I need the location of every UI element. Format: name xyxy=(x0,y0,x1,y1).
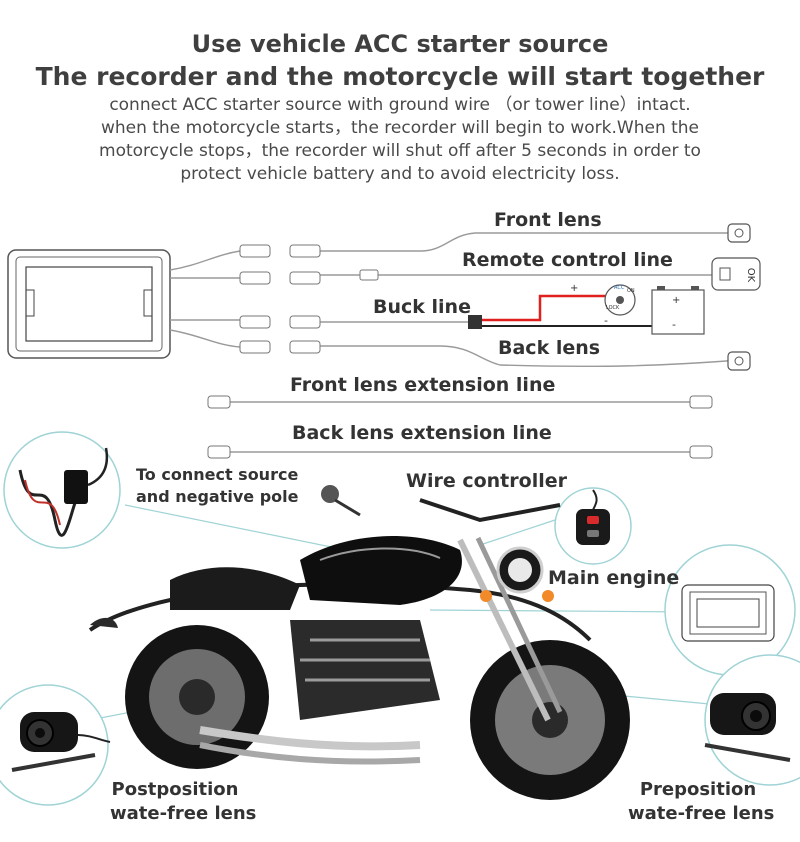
wire-controller-callout xyxy=(554,487,632,565)
preposition-label: Preposition wate-free lens xyxy=(628,778,775,826)
ignition-switch: ACC ON LOCK xyxy=(604,284,636,316)
title-line-2: The recorder and the motorcycle will sta… xyxy=(35,62,765,91)
back-lens-plug xyxy=(727,351,751,371)
wire-controller-label: Wire controller xyxy=(406,470,567,492)
key-label-on: ON xyxy=(627,288,635,294)
preposition-line-1: Preposition xyxy=(639,779,757,800)
key-label-lock: LOCK xyxy=(606,305,620,311)
description-line-1: connect ACC starter source with ground w… xyxy=(109,95,691,115)
main-engine-label: Main engine xyxy=(548,567,680,589)
description: connect ACC starter source with ground w… xyxy=(60,94,740,186)
hardwire-kit-callout xyxy=(3,431,121,549)
source-callout-label: To connect source and negative pole xyxy=(136,464,298,508)
front-lens-plug xyxy=(727,223,751,243)
red-plus-sign: + xyxy=(570,283,578,294)
battery-minus: - xyxy=(672,318,676,331)
black-minus-sign: - xyxy=(604,314,608,327)
source-callout-line-1: To connect source xyxy=(136,465,299,484)
source-callout-line-2: and negative pole xyxy=(136,487,299,506)
postposition-label: Postposition wate-free lens xyxy=(110,778,257,826)
description-line-3: motorcycle stops，the recorder will shut … xyxy=(99,141,701,161)
description-line-2: when the motorcycle starts，the recorder … xyxy=(100,118,700,138)
key-label-acc: ACC xyxy=(614,285,625,291)
battery-icon: + - xyxy=(651,286,705,335)
remote-ok-button: OK xyxy=(711,257,761,291)
ok-label: OK xyxy=(745,268,756,283)
front-lens-extension-label: Front lens extension line xyxy=(290,374,556,396)
back-lens-label: Back lens xyxy=(498,337,601,359)
postposition-line-1: Postposition xyxy=(111,779,239,800)
connectors xyxy=(207,244,713,459)
postposition-line-2: wate-free lens xyxy=(110,803,257,824)
recorder-unit xyxy=(7,249,171,359)
remote-control-line-label: Remote control line xyxy=(462,249,673,271)
motorcycle-illustration xyxy=(88,485,630,800)
preposition-lens-callout xyxy=(704,654,800,786)
battery-plus: + xyxy=(672,295,680,306)
title-line-1: Use vehicle ACC starter source xyxy=(191,30,609,58)
postposition-lens-callout xyxy=(0,684,111,806)
buck-line-label: Buck line xyxy=(373,296,471,318)
back-lens-extension-label: Back lens extension line xyxy=(292,422,552,444)
front-lens-label: Front lens xyxy=(494,209,602,231)
preposition-line-2: wate-free lens xyxy=(628,803,775,824)
wires xyxy=(169,232,741,453)
description-line-4: protect vehicle battery and to avoid ele… xyxy=(180,164,620,184)
